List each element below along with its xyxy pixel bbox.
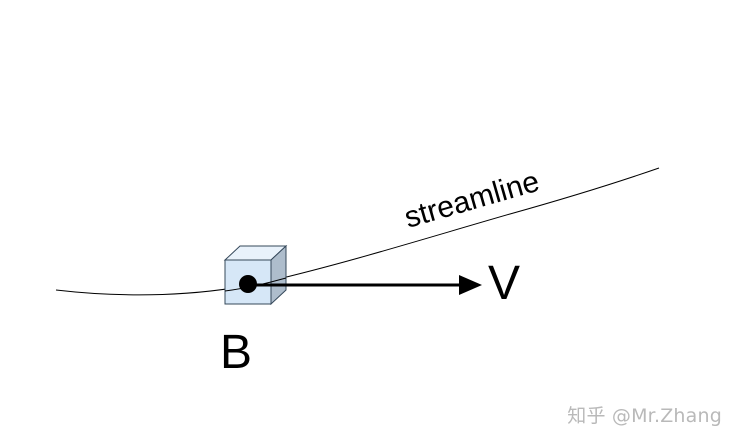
watermark-text: 知乎 @Mr.Zhang [567, 405, 722, 427]
particle-cube [223, 244, 288, 306]
streamline-curve [55, 167, 660, 296]
streamline-label: streamline [401, 165, 543, 235]
velocity-arrowhead [459, 275, 482, 295]
particle-label: B [220, 326, 252, 379]
velocity-label: V [488, 257, 520, 310]
